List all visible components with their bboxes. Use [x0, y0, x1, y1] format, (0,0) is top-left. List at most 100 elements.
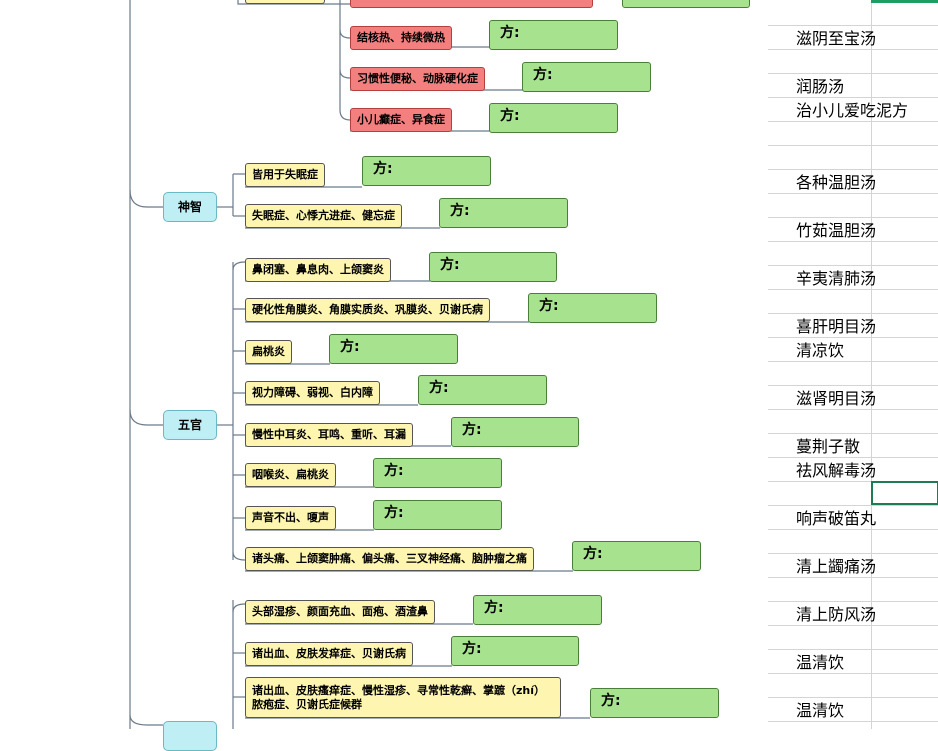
prescription-label: 方:	[373, 161, 393, 177]
sheet-cell[interactable]	[768, 2, 938, 26]
sheet-cell[interactable]: 响声破笛丸	[768, 506, 938, 530]
prescription-node[interactable]: 方:	[522, 62, 651, 92]
symptom-text: 声音不出、嗄声	[252, 511, 329, 525]
symptom-node[interactable]: 习惯性便秘、动脉硬化症	[350, 67, 485, 91]
sheet-cell[interactable]: 滋肾明目汤	[768, 386, 938, 410]
prescription-node[interactable]: 方:	[590, 688, 719, 718]
category-node-wuguan[interactable]: 五官	[163, 410, 217, 440]
symptom-node[interactable]: 头部湿疹、颜面充血、面疱、酒渣鼻	[245, 600, 435, 624]
prescription-node[interactable]: 方:	[362, 156, 491, 186]
symptom-node-clipped-red[interactable]	[350, 0, 593, 8]
category-label: 五官	[177, 417, 202, 432]
symptom-text: 硬化性角膜炎、角膜实质炎、巩膜炎、贝谢氏病	[252, 303, 483, 317]
prescription-label: 方:	[500, 108, 520, 124]
category-node-clipped[interactable]	[163, 721, 217, 751]
prescription-label: 方:	[340, 339, 360, 355]
symptom-node[interactable]: 失眠症、心悸亢进症、健忘症	[245, 204, 402, 228]
prescription-node[interactable]: 方:	[439, 198, 568, 228]
prescription-label: 方:	[462, 422, 482, 438]
connector-lines	[129, 0, 590, 729]
symptom-text: 诸头痛、上颌窦肿痛、偏头痛、三叉神经痛、脑肿瘤之痛	[252, 552, 527, 566]
sheet-cell[interactable]: 治小儿爱吃泥方	[768, 98, 938, 122]
sheet-cell[interactable]: 润肠汤	[768, 74, 938, 98]
symptom-node[interactable]: 咽喉炎、扁桃炎	[245, 463, 336, 487]
sheet-cell[interactable]	[768, 578, 938, 602]
sheet-cell[interactable]: 温清饮	[768, 698, 938, 722]
prescription-label: 方:	[440, 257, 460, 273]
sheet-cell[interactable]	[768, 50, 938, 74]
sheet-cell[interactable]: 温清饮	[768, 650, 938, 674]
symptom-node[interactable]: 结核热、持续微热	[350, 26, 452, 50]
sheet-cell[interactable]: 清凉饮	[768, 338, 938, 362]
prescription-node[interactable]: 方:	[429, 252, 557, 282]
symptom-node[interactable]: 小儿癫症、异食症	[350, 108, 452, 132]
symptom-node[interactable]: 诸出血、皮肤瘙痒症、慢性湿疹、寻常性乾癣、掌蹠（zhí）脓疱症、贝谢氏症候群	[245, 677, 561, 718]
prescription-node[interactable]: 方:	[451, 417, 579, 447]
prescription-node-clipped[interactable]	[622, 0, 750, 8]
category-label: 神智	[177, 199, 202, 214]
sheet-cell[interactable]	[768, 410, 938, 434]
symptom-text: 头部湿疹、颜面充血、面疱、酒渣鼻	[252, 605, 428, 619]
prescription-label: 方:	[462, 641, 482, 657]
prescription-node[interactable]: 方:	[489, 103, 618, 133]
prescription-node[interactable]: 方:	[329, 334, 458, 364]
symptom-text: 诸出血、皮肤瘙痒症、慢性湿疹、寻常性乾癣、掌蹠（zhí）脓疱症、贝谢氏症候群	[252, 683, 546, 711]
prescription-label: 方:	[583, 546, 603, 562]
symptom-text: 习惯性便秘、动脉硬化症	[357, 72, 478, 86]
symptom-node[interactable]: 诸出血、皮肤发痒症、贝谢氏病	[245, 642, 413, 666]
symptom-node[interactable]: 慢性中耳炎、耳鸣、重听、耳漏	[245, 423, 413, 447]
prescription-node[interactable]: 方:	[473, 595, 602, 625]
symptom-text: 失眠症、心悸亢进症、健忘症	[252, 209, 395, 223]
symptom-text: 慢性中耳炎、耳鸣、重听、耳漏	[252, 428, 406, 442]
prescription-node[interactable]: 方:	[489, 20, 618, 50]
selected-cell[interactable]	[871, 481, 938, 505]
sheet-cell[interactable]	[768, 362, 938, 386]
spreadsheet-column[interactable]: 滋阴至宝汤润肠汤治小儿爱吃泥方各种温胆汤竹茹温胆汤辛夷清肺汤喜肝明目汤清凉饮滋肾…	[768, 0, 938, 729]
symptom-text: 鼻闭塞、鼻息肉、上颌窦炎	[252, 263, 384, 277]
symptom-text: 咽喉炎、扁桃炎	[252, 468, 329, 482]
prescription-node[interactable]: 方:	[528, 293, 657, 323]
sheet-cell[interactable]	[768, 194, 938, 218]
symptom-text: 视力障碍、弱视、白内障	[252, 386, 373, 400]
symptom-text: 皆用于失眠症	[252, 168, 318, 182]
prescription-node[interactable]: 方:	[451, 636, 579, 666]
prescription-node[interactable]: 方:	[418, 375, 547, 405]
prescription-node[interactable]: 方:	[373, 458, 502, 488]
symptom-node[interactable]: 扁桃炎	[245, 340, 292, 364]
prescription-label: 方:	[484, 600, 504, 616]
sheet-cell[interactable]: 喜肝明目汤	[768, 314, 938, 338]
sheet-cell[interactable]: 竹茹温胆汤	[768, 218, 938, 242]
symptom-node[interactable]: 声音不出、嗄声	[245, 506, 336, 530]
symptom-node[interactable]: 皆用于失眠症	[245, 163, 325, 187]
sheet-cell[interactable]	[768, 482, 938, 506]
symptom-node-clipped[interactable]	[245, 0, 325, 4]
prescription-label: 方:	[384, 463, 404, 479]
symptom-node[interactable]: 诸头痛、上颌窦肿痛、偏头痛、三叉神经痛、脑肿瘤之痛	[245, 547, 534, 571]
category-node-shenzhi[interactable]: 神智	[163, 192, 217, 222]
prescription-node[interactable]: 方:	[373, 500, 502, 530]
sheet-cell[interactable]: 滋阴至宝汤	[768, 26, 938, 50]
sheet-cell[interactable]	[768, 146, 938, 170]
sheet-cell[interactable]: 清上防风汤	[768, 602, 938, 626]
sheet-cell[interactable]: 蔓荆子散	[768, 434, 938, 458]
sheet-cell[interactable]	[768, 242, 938, 266]
sheet-cell[interactable]	[768, 626, 938, 650]
sheet-cell[interactable]	[768, 122, 938, 146]
prescription-label: 方:	[384, 505, 404, 521]
prescription-label: 方:	[533, 67, 553, 83]
sheet-cell[interactable]: 清上蠲痛汤	[768, 554, 938, 578]
sheet-cell[interactable]	[768, 530, 938, 554]
prescription-node[interactable]: 方:	[572, 541, 701, 571]
symptom-text: 结核热、持续微热	[357, 31, 445, 45]
sheet-cell[interactable]	[768, 674, 938, 698]
symptom-node[interactable]: 鼻闭塞、鼻息肉、上颌窦炎	[245, 258, 391, 282]
sheet-cell[interactable]	[768, 290, 938, 314]
prescription-label: 方:	[539, 298, 559, 314]
symptom-node[interactable]: 硬化性角膜炎、角膜实质炎、巩膜炎、贝谢氏病	[245, 298, 490, 322]
symptom-text: 诸出血、皮肤发痒症、贝谢氏病	[252, 647, 406, 661]
sheet-cell[interactable]: 各种温胆汤	[768, 170, 938, 194]
sheet-cell[interactable]: 祛风解毒汤	[768, 458, 938, 482]
sheet-cell[interactable]: 辛夷清肺汤	[768, 266, 938, 290]
symptom-text: 小儿癫症、异食症	[357, 113, 445, 127]
symptom-node[interactable]: 视力障碍、弱视、白内障	[245, 381, 380, 405]
